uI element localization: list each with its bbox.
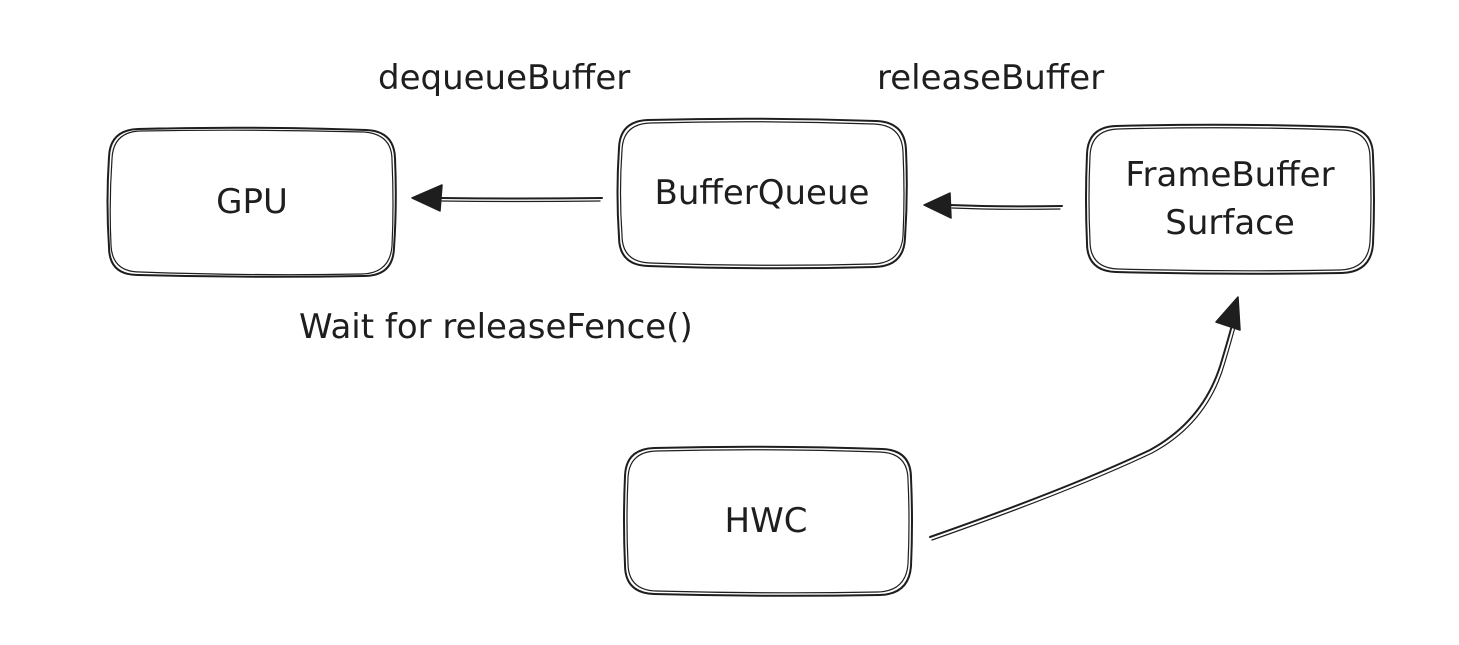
node-hwc-border-sketch bbox=[626, 449, 910, 594]
edge-bufferqueue-to-gpu[interactable] bbox=[411, 184, 603, 212]
edge-framebuffer-to-bufferqueue[interactable] bbox=[923, 192, 1063, 219]
edge-hwc-to-framebuffer-line bbox=[929, 324, 1233, 538]
node-gpu-border-sketch bbox=[109, 129, 394, 276]
node-framebuffer-surface-border-sketch bbox=[1088, 127, 1372, 272]
node-hwc-border bbox=[623, 445, 913, 597]
node-hwc[interactable]: HWC bbox=[623, 445, 913, 597]
node-gpu-border bbox=[106, 126, 397, 278]
edge-hwc-to-framebuffer-arrowhead bbox=[1215, 296, 1241, 331]
label-dequeue-buffer: dequeueBuffer bbox=[378, 58, 630, 98]
node-framebuffer-surface-border bbox=[1085, 123, 1375, 275]
edge-bufferqueue-to-gpu-line bbox=[439, 197, 603, 200]
edge-framebuffer-to-bufferqueue-arrowhead bbox=[923, 192, 952, 219]
edge-hwc-to-framebuffer[interactable] bbox=[929, 296, 1241, 541]
node-framebuffer-surface[interactable]: FrameBuffer Surface bbox=[1085, 123, 1375, 275]
edge-bufferqueue-to-gpu-arrowhead bbox=[411, 184, 443, 212]
node-framebuffer-surface-label-line2: Surface bbox=[1165, 203, 1295, 243]
node-buffer-queue-border bbox=[616, 117, 908, 270]
node-buffer-queue-label: BufferQueue bbox=[655, 173, 870, 213]
node-buffer-queue-border-sketch bbox=[619, 121, 905, 266]
node-gpu[interactable]: GPU bbox=[106, 126, 397, 278]
node-framebuffer-surface-label-line1: FrameBuffer bbox=[1125, 155, 1334, 195]
node-buffer-queue[interactable]: BufferQueue bbox=[616, 117, 908, 270]
label-release-buffer: releaseBuffer bbox=[877, 58, 1104, 98]
label-wait-release-fence: Wait for releaseFence() bbox=[299, 307, 693, 347]
edge-framebuffer-to-bufferqueue-line-sketch bbox=[951, 207, 1061, 210]
edge-bufferqueue-to-gpu-line-sketch bbox=[441, 200, 601, 203]
node-gpu-label: GPU bbox=[216, 182, 288, 222]
edge-framebuffer-to-bufferqueue-line bbox=[949, 204, 1063, 208]
edge-hwc-to-framebuffer-line-sketch bbox=[931, 326, 1236, 541]
node-hwc-label: HWC bbox=[725, 501, 808, 541]
